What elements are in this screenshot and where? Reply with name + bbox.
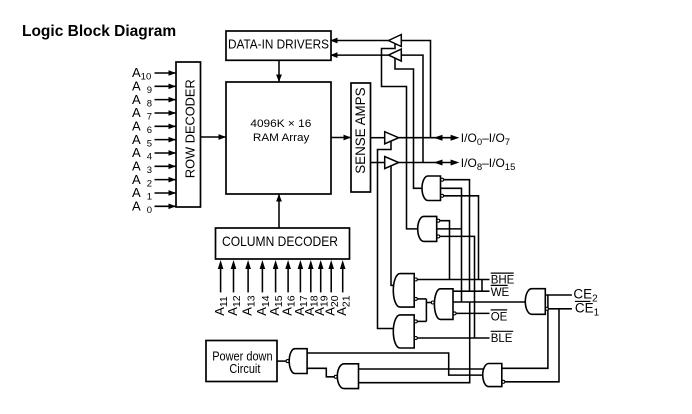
svg-text:CE1: CE1 [575,301,600,319]
svg-text:4096K × 16: 4096K × 16 [250,118,311,130]
svg-text:BHE: BHE [491,275,515,287]
svg-text:COLUMN DECODER: COLUMN DECODER [222,234,338,249]
svg-text:Power down: Power down [212,349,272,364]
svg-text:Logic Block Diagram: Logic Block Diagram [22,23,176,40]
svg-text:OE: OE [491,311,508,323]
svg-text:I/O8–I/O15: I/O8–I/O15 [461,156,516,173]
svg-text:DATA-IN DRIVERS: DATA-IN DRIVERS [228,37,329,52]
svg-text:CE2: CE2 [573,287,598,305]
svg-text:RAM Array: RAM Array [253,132,310,144]
svg-text:I/O0–I/O7: I/O0–I/O7 [461,131,510,148]
svg-text:SENSE AMPS: SENSE AMPS [353,87,368,173]
svg-text:WE: WE [491,287,510,299]
svg-text:ROW DECODER: ROW DECODER [182,79,197,178]
svg-text:BLE: BLE [491,333,513,345]
svg-text:Circuit: Circuit [229,361,260,376]
